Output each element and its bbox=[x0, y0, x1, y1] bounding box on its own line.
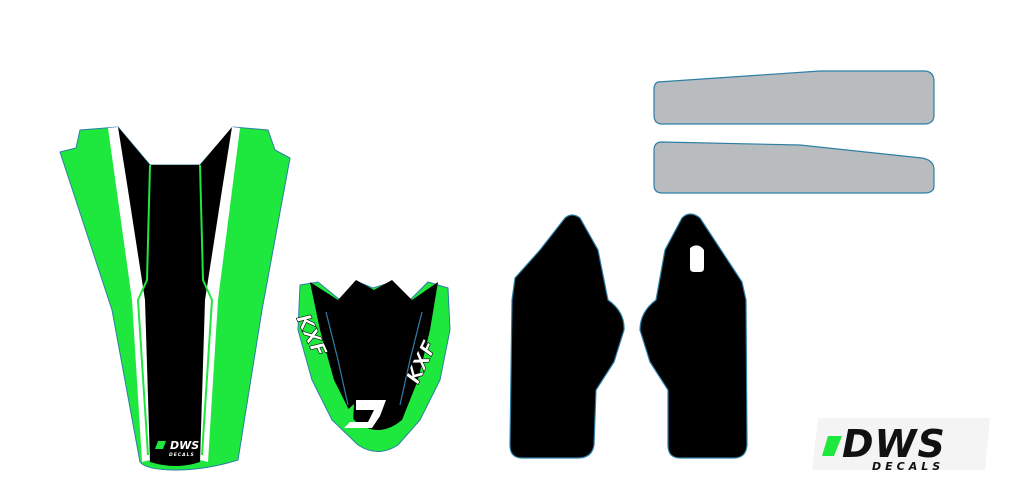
rear-fender-logo-sub: DECALS bbox=[169, 452, 195, 458]
brand-logo-green-mark-icon bbox=[822, 436, 842, 456]
front-fender-black-center bbox=[310, 280, 438, 430]
front-fender-pinstripe-right bbox=[399, 311, 423, 406]
swingarm-strip-top-shape bbox=[653, 70, 935, 125]
side-panel-right-decal bbox=[639, 213, 748, 459]
brand-logo-backplate bbox=[812, 418, 990, 470]
d-emblem-green-corner bbox=[341, 404, 354, 424]
rear-fender-pinstripe-right bbox=[199, 164, 214, 456]
rear-fender-logo: DWS DECALS bbox=[155, 439, 199, 458]
front-fender-pinstripe-left bbox=[325, 311, 349, 406]
d-emblem-white-shape bbox=[344, 400, 386, 428]
dws-d-emblem-icon bbox=[341, 400, 386, 428]
rear-fender-logo-mark-icon bbox=[155, 441, 166, 449]
brand-logo-sub: DECALS bbox=[872, 460, 944, 473]
rear-fender-pinstripe-left bbox=[136, 164, 151, 456]
side-panel-right-cutout bbox=[690, 245, 704, 272]
swingarm-strip-bottom bbox=[653, 141, 935, 194]
side-panel-left-decal bbox=[509, 214, 625, 459]
side-panel-left-shape bbox=[509, 214, 625, 459]
rear-fender-decal: DWS DECALS bbox=[59, 126, 291, 471]
rear-fender-black-center bbox=[118, 127, 232, 466]
brand-logo-main: DWS bbox=[842, 422, 946, 466]
dws-decals-brand-logo: DWS DECALS bbox=[812, 418, 990, 473]
side-panel-right-shape bbox=[639, 213, 748, 459]
swingarm-strip-top bbox=[653, 70, 935, 125]
swingarm-strip-bottom-shape bbox=[653, 141, 935, 194]
rear-fender-logo-main: DWS bbox=[170, 439, 199, 452]
front-fender-decal: KXF KXF bbox=[291, 280, 451, 452]
